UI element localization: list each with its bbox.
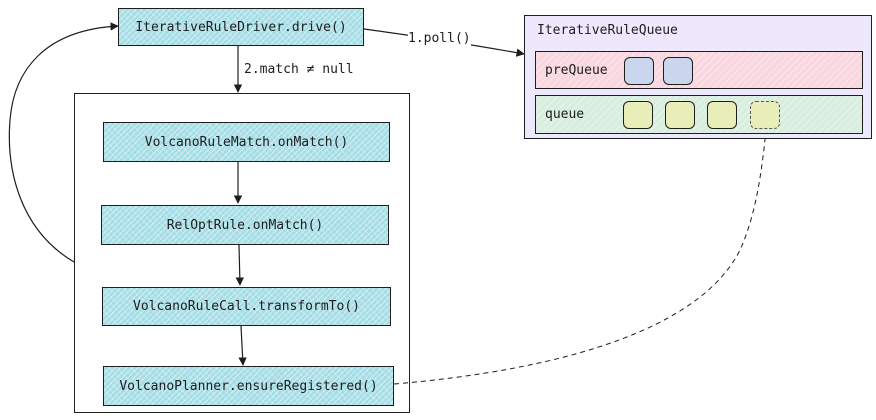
queue-slot-pending <box>750 101 780 129</box>
step-label: VolcanoPlanner.ensureRegistered() <box>119 378 378 394</box>
pre-queue-lane: preQueue <box>535 51 863 89</box>
rule-call-frame <box>74 93 410 413</box>
step-label: VolcanoRuleMatch.onMatch() <box>144 134 349 150</box>
poll-edge-label: 1.poll() <box>408 31 471 46</box>
step-label: RelOptRule.onMatch() <box>166 217 324 233</box>
iterative-rule-queue-panel: IterativeRuleQueue preQueue queue <box>524 15 872 139</box>
queue-panel-title: IterativeRuleQueue <box>537 23 678 38</box>
match-edge-label: 2.match ≠ null <box>244 62 354 77</box>
queue-slot <box>665 101 695 129</box>
queue-slot <box>623 101 653 129</box>
pre-queue-slot <box>624 57 654 85</box>
step-relopt-rule: RelOptRule.onMatch() <box>101 205 389 245</box>
step-volcano-rule-match: VolcanoRuleMatch.onMatch() <box>103 122 390 162</box>
driver-label: IterativeRuleDriver.drive() <box>135 19 347 35</box>
queue-slot <box>707 101 737 129</box>
queue-lane: queue <box>535 95 863 134</box>
step-transform-to: VolcanoRuleCall.transformTo() <box>102 287 391 326</box>
step-label: VolcanoRuleCall.transformTo() <box>133 299 360 314</box>
queue-label: queue <box>545 107 585 122</box>
pre-queue-label: preQueue <box>545 62 608 78</box>
pre-queue-slot <box>663 57 693 85</box>
step-ensure-registered: VolcanoPlanner.ensureRegistered() <box>103 366 394 406</box>
register-dashed-arrow <box>393 129 769 385</box>
driver-node: IterativeRuleDriver.drive() <box>118 8 364 46</box>
